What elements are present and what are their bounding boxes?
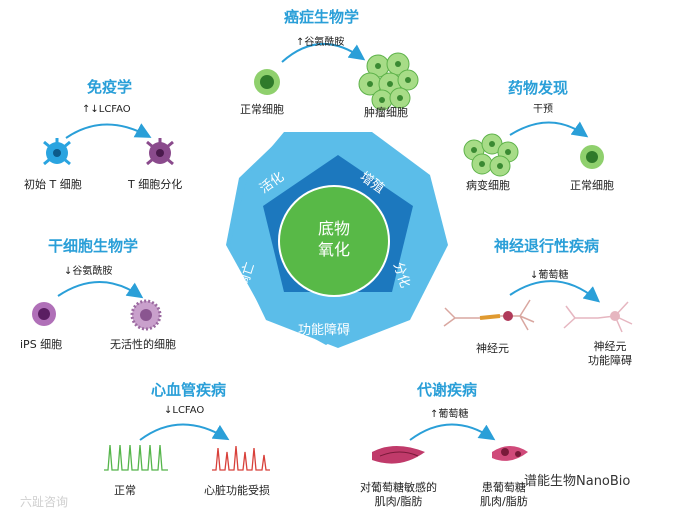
drug-left-label: 病变细胞 <box>466 177 510 193</box>
metabolic-right-line1: 患葡萄糖 <box>480 481 528 495</box>
watermark-right: 谱能生物NanoBio <box>524 470 630 489</box>
arrow-stem <box>58 282 140 296</box>
metabolic-right-line2: 肌肉/脂肪 <box>480 495 528 509</box>
normal-cell-icon <box>254 69 280 95</box>
core-label: 底物 氧化 <box>284 218 384 260</box>
inactive-cell-icon <box>132 301 160 329</box>
drug-title: 药物发现 <box>508 77 568 98</box>
diseased-cells-icon <box>464 134 518 176</box>
neuro-left-label: 神经元 <box>476 340 509 356</box>
cancer-arrow-note: ↑谷氨酰胺 <box>296 33 344 48</box>
normal-ecg-icon <box>104 445 168 470</box>
core-label-line1: 底物 <box>284 218 384 239</box>
cardio-right-label: 心脏功能受损 <box>204 482 270 498</box>
metabolic-left-line1: 对葡萄糖敏感的 <box>360 481 437 495</box>
metabolic-left-label: 对葡萄糖敏感的 肌肉/脂肪 <box>360 481 437 509</box>
arrow-metabolic <box>410 424 492 440</box>
arrow-immunity <box>66 124 148 138</box>
immunity-title: 免疫学 <box>87 76 132 97</box>
tumor-cells-icon <box>359 53 418 110</box>
impaired-ecg-icon <box>212 446 270 470</box>
metabolic-right-label: 患葡萄糖 肌肉/脂肪 <box>480 481 528 509</box>
core-label-line2: 氧化 <box>284 239 384 260</box>
normal-cell-drug-icon <box>580 145 604 169</box>
immunity-left-label: 初始 T 细胞 <box>24 176 82 192</box>
differentiated-t-cell-icon <box>147 138 173 164</box>
neuro-arrow-note: ↓葡萄糖 <box>530 266 568 281</box>
cancer-left-label: 正常细胞 <box>240 101 284 117</box>
cardio-left-label: 正常 <box>114 482 136 498</box>
cancer-title: 癌症生物学 <box>284 6 359 27</box>
metabolic-left-line2: 肌肉/脂肪 <box>360 495 437 509</box>
sensitive-muscle-fat-icon <box>372 446 425 464</box>
arrow-neuro <box>510 281 597 300</box>
arrow-drug <box>510 123 585 136</box>
neuro-title: 神经退行性疾病 <box>494 235 599 256</box>
segment-dysfunction: 功能障碍 <box>298 319 350 338</box>
ips-cell-icon <box>32 302 56 326</box>
metabolic-arrow-note: ↑葡萄糖 <box>430 405 468 420</box>
drug-arrow-note: 干预 <box>533 100 553 115</box>
diseased-muscle-fat-icon <box>492 446 528 461</box>
neuro-right-line2: 功能障碍 <box>588 354 632 368</box>
cancer-right-label: 肿瘤细胞 <box>364 104 408 120</box>
immunity-arrow-note: ↑↓LCFAO <box>82 104 131 115</box>
metabolic-title: 代谢疾病 <box>417 379 477 400</box>
cardio-arrow-note: ↓LCFAO <box>164 405 204 416</box>
dysfunctional-neuron-icon <box>564 302 632 332</box>
immunity-right-label: T 细胞分化 <box>128 176 182 192</box>
arrow-cardio <box>140 424 226 440</box>
drug-right-label: 正常细胞 <box>570 177 614 193</box>
neuro-right-label: 神经元 功能障碍 <box>588 340 632 368</box>
stem-title: 干细胞生物学 <box>48 235 138 256</box>
watermark-left: 六趾咨询 <box>20 493 68 510</box>
naive-t-cell-icon <box>44 138 70 164</box>
stem-left-label: iPS 细胞 <box>20 336 62 352</box>
stem-arrow-note: ↓谷氨酰胺 <box>64 262 112 277</box>
stem-right-label: 无活性的细胞 <box>110 336 176 352</box>
neuro-right-line1: 神经元 <box>588 340 632 354</box>
cardio-title: 心血管疾病 <box>151 379 226 400</box>
neuron-icon <box>444 300 534 330</box>
